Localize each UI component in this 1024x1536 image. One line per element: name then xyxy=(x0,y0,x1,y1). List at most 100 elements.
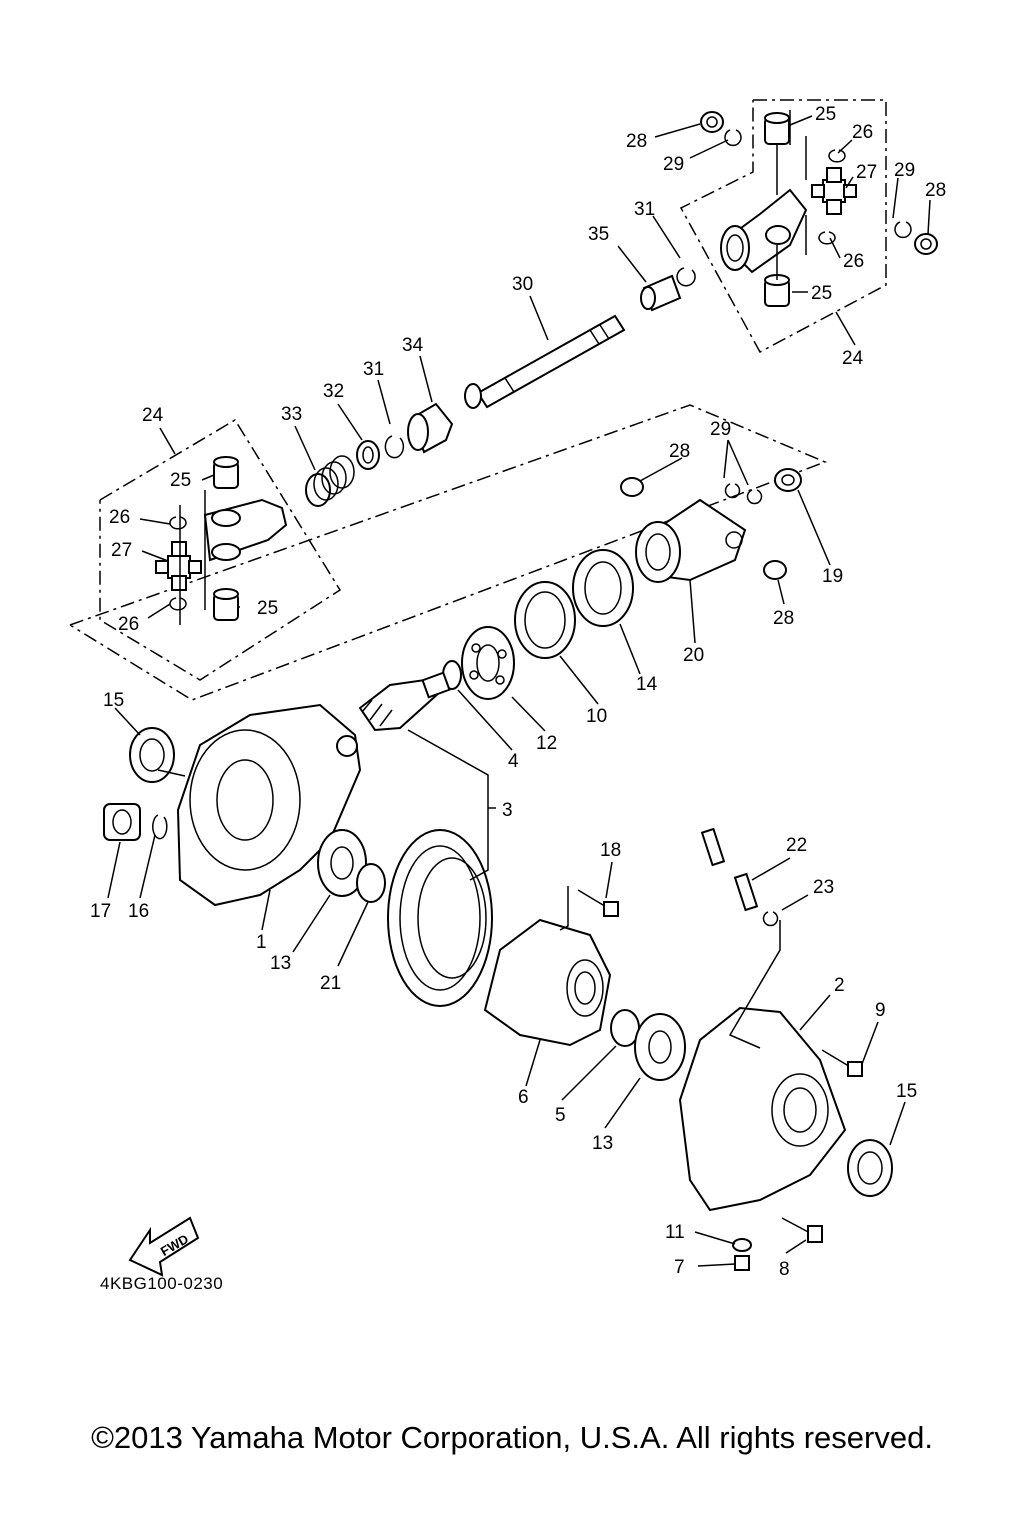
gear-case-1 xyxy=(176,703,362,907)
callout-23: 23 xyxy=(813,877,834,898)
pinion-housing-20 xyxy=(635,498,747,583)
callout-5: 5 xyxy=(555,1105,566,1126)
callout-30: 30 xyxy=(512,274,533,295)
o-ring-16 xyxy=(152,814,168,840)
callout-20: 20 xyxy=(683,645,704,666)
callout-25: 25 xyxy=(815,104,836,125)
callout-29: 29 xyxy=(894,160,915,181)
callout-1: 1 xyxy=(256,932,267,953)
callout-31: 31 xyxy=(363,359,384,380)
callout-9: 9 xyxy=(875,1000,886,1021)
callout-3: 3 xyxy=(502,800,513,821)
bolt-18 xyxy=(577,889,619,917)
copyright-notice: ©2013 Yamaha Motor Corporation, U.S.A. A… xyxy=(91,1420,933,1455)
bearing-13-right xyxy=(634,1013,686,1081)
pinion-gear xyxy=(358,671,451,732)
fwd-arrow-icon: FWD xyxy=(128,1216,200,1277)
callout-24: 24 xyxy=(842,348,864,369)
callout-18: 18 xyxy=(600,840,621,861)
boot-34 xyxy=(407,402,454,454)
callout-21: 21 xyxy=(320,973,341,994)
callout-29: 29 xyxy=(710,419,731,440)
callout-28: 28 xyxy=(925,180,946,201)
upper-seal-cups xyxy=(700,111,938,255)
bearing-13-left xyxy=(317,829,367,897)
bolt-7 xyxy=(734,1255,750,1271)
callout-16: 16 xyxy=(128,901,149,922)
seal-14 xyxy=(572,549,634,627)
callout-28: 28 xyxy=(773,608,794,629)
callout-22: 22 xyxy=(786,835,807,856)
nut-17 xyxy=(103,803,141,841)
spring xyxy=(305,455,355,507)
group-frame-lower-joint xyxy=(99,418,342,681)
callout-27: 27 xyxy=(111,540,132,561)
seal-15-left xyxy=(129,727,175,783)
nut-19 xyxy=(774,468,802,492)
callout-24: 24 xyxy=(142,405,164,426)
callout-25: 25 xyxy=(811,283,832,304)
cup-28-right xyxy=(763,560,787,580)
gasket-11 xyxy=(732,1238,752,1252)
callout-26: 26 xyxy=(118,614,139,635)
upper-spider-cross xyxy=(811,167,857,215)
callout-4: 4 xyxy=(508,751,519,772)
callout-28: 28 xyxy=(669,441,690,462)
clip-31-lower xyxy=(384,435,405,459)
callout-12: 12 xyxy=(536,733,557,754)
callout-2: 2 xyxy=(834,975,845,996)
gear-case-2 xyxy=(678,1006,847,1212)
callout-26: 26 xyxy=(843,251,864,272)
clip-23 xyxy=(762,911,779,927)
pin-22 xyxy=(700,827,759,912)
washer-32 xyxy=(356,440,380,470)
callout-35: 35 xyxy=(588,224,609,245)
seal-15-right xyxy=(847,1139,893,1197)
upper-yoke xyxy=(720,188,808,274)
upper-circlips xyxy=(724,129,912,245)
callout-25: 25 xyxy=(257,598,278,619)
lower-spider-cross xyxy=(155,541,202,591)
callout-14: 14 xyxy=(636,674,658,695)
callout-27: 27 xyxy=(856,162,877,183)
callout-labels: 28 29 25 26 27 29 28 31 35 26 30 25 24 3… xyxy=(90,104,946,1280)
bolt-9 xyxy=(821,1049,863,1077)
callout-17: 17 xyxy=(90,901,111,922)
callout-26: 26 xyxy=(852,122,873,143)
seal-10 xyxy=(514,581,576,659)
coupling-sleeve xyxy=(640,274,682,312)
callout-13: 13 xyxy=(592,1133,613,1154)
bolt-8 xyxy=(781,1217,823,1243)
bearing-12 xyxy=(461,626,515,700)
lower-bearing-caps xyxy=(213,456,239,621)
ring-gear xyxy=(387,829,493,1007)
leader-lines xyxy=(107,115,931,1267)
group-frame-pinion-assembly xyxy=(69,404,828,701)
callout-6: 6 xyxy=(518,1087,529,1108)
callout-28: 28 xyxy=(626,131,647,152)
callout-25: 25 xyxy=(170,470,191,491)
callout-32: 32 xyxy=(323,381,344,402)
cup-28-left xyxy=(620,477,644,497)
callout-10: 10 xyxy=(586,706,607,727)
callout-19: 19 xyxy=(822,566,843,587)
callout-34: 34 xyxy=(402,335,424,356)
callout-26: 26 xyxy=(109,507,130,528)
callout-11: 11 xyxy=(665,1222,685,1243)
lower-yoke xyxy=(203,498,288,562)
propeller-shaft xyxy=(464,314,626,409)
callout-8: 8 xyxy=(779,1259,790,1280)
callout-15: 15 xyxy=(103,690,124,711)
clip-31-upper xyxy=(676,267,696,287)
differential-6 xyxy=(483,918,612,1047)
callout-15: 15 xyxy=(896,1081,917,1102)
callout-7: 7 xyxy=(674,1257,685,1278)
shim-21 xyxy=(356,863,386,903)
callout-13: 13 xyxy=(270,953,291,974)
group-frame-upper-joint xyxy=(679,99,887,354)
callout-31: 31 xyxy=(634,199,655,220)
callout-29: 29 xyxy=(663,154,684,175)
diagram-code: 4KBG100-0230 xyxy=(100,1274,224,1293)
callout-33: 33 xyxy=(281,404,302,425)
